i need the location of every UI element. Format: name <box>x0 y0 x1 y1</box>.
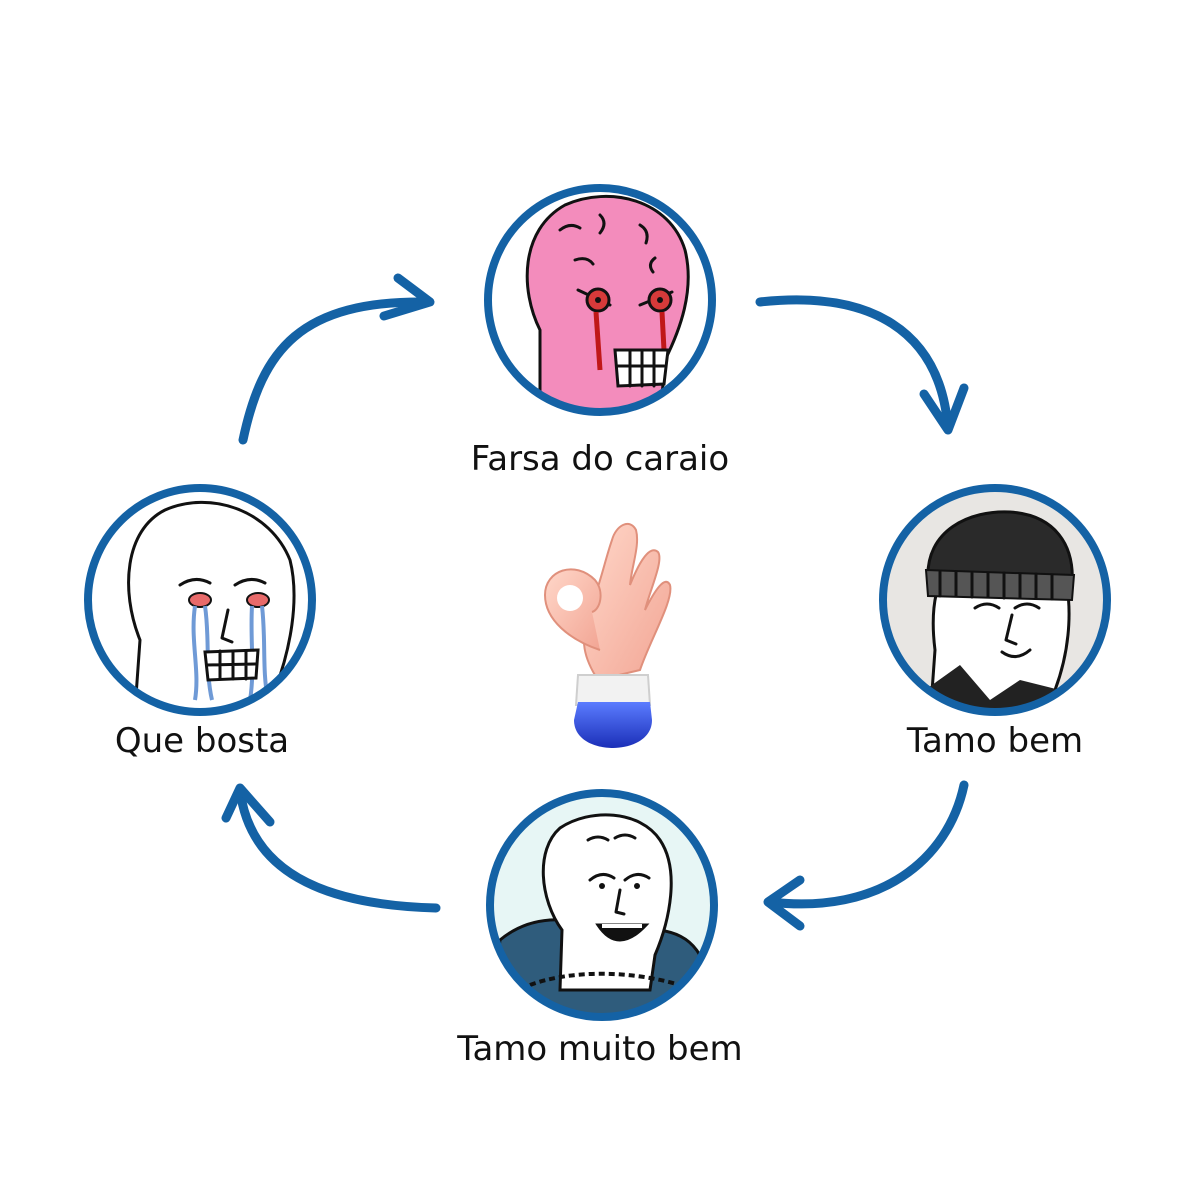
node-label-bottom: Tamo muito bem <box>456 1029 742 1069</box>
ok-hand-icon <box>543 522 672 748</box>
arrow-left-to-top <box>238 273 435 445</box>
happy-wojak-icon <box>490 793 714 1017</box>
node-label-top: Farsa do caraio <box>471 439 729 479</box>
node-right: Tamo bem <box>879 484 1111 761</box>
beanie-wojak-icon <box>883 488 1107 712</box>
angry-pink-wojak-icon <box>488 188 712 412</box>
node-label-right: Tamo bem <box>906 721 1083 761</box>
node-label-left: Que bosta <box>115 721 289 761</box>
cycle-arrows <box>221 273 969 931</box>
arrow-bottom-to-left <box>221 783 441 913</box>
node-left: Que bosta <box>84 484 316 761</box>
crying-wojak-icon <box>88 488 312 712</box>
arrow-right-to-bottom <box>763 780 969 931</box>
node-bottom: Tamo muito bem <box>456 789 743 1069</box>
node-top: Farsa do caraio <box>471 184 729 479</box>
arrow-top-to-right <box>755 295 969 435</box>
